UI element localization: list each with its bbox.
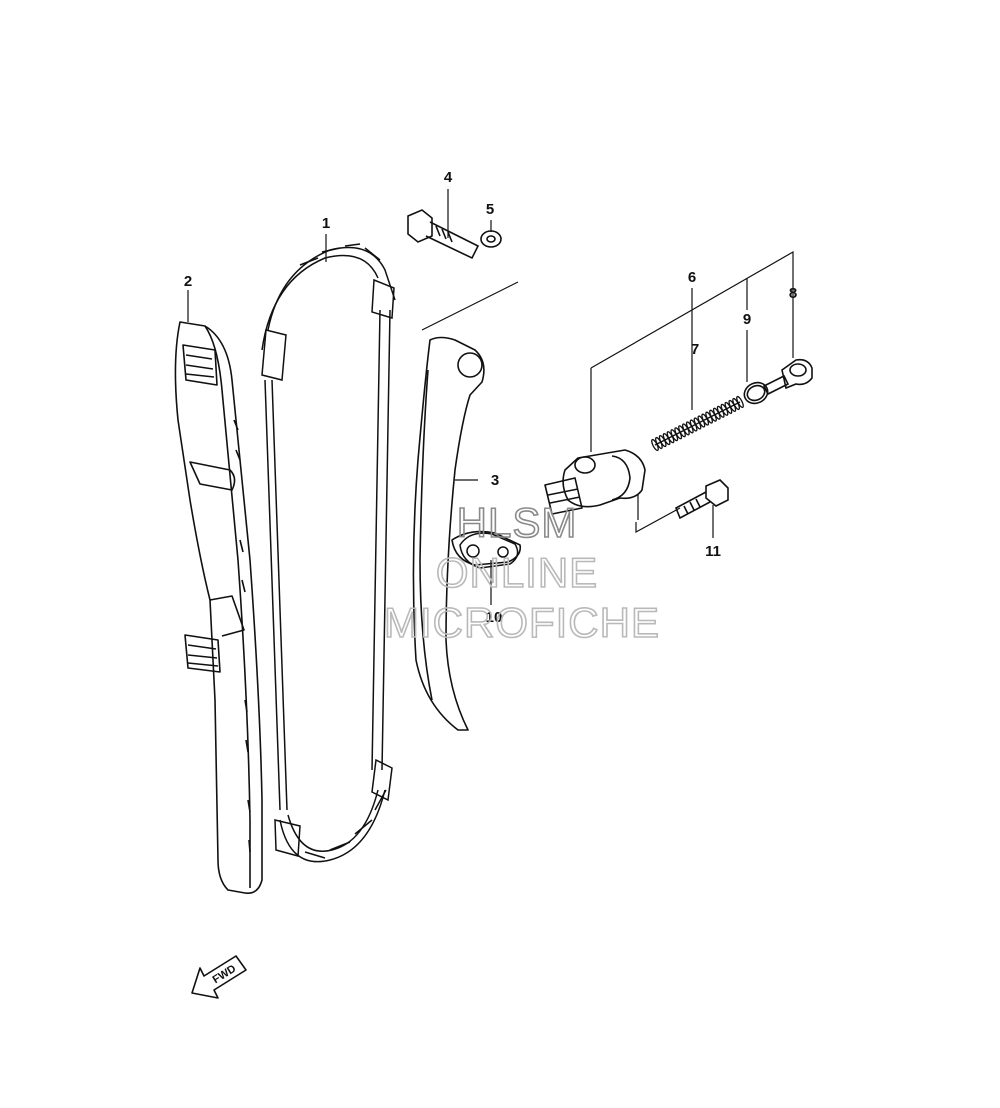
chain-guide-part	[174, 321, 263, 895]
bolt-11-part	[674, 479, 729, 520]
callout-7: 7	[691, 341, 699, 358]
callout-8: 8	[789, 285, 797, 302]
callout-9: 9	[743, 311, 751, 328]
callout-2: 2	[184, 273, 192, 290]
callout-5: 5	[486, 201, 494, 218]
spring-part	[651, 395, 744, 452]
callout-11: 11	[705, 543, 721, 560]
leader-lines	[187, 189, 794, 605]
spring-coil	[736, 395, 744, 409]
watermark-line-1: HLSM	[457, 499, 578, 546]
callout-3: 3	[491, 472, 499, 489]
callout-4: 4	[444, 169, 453, 186]
tensioner-body-part	[544, 449, 646, 515]
watermark: HLSM ONLINE MICROFICHE	[383, 498, 660, 647]
washer-part	[480, 230, 502, 248]
watermark-line-3: MICROFICHE	[384, 599, 660, 646]
timing-chain-part	[261, 243, 396, 863]
fwd-arrow: FWD	[191, 955, 247, 999]
fwd-arrow-icon	[191, 955, 247, 999]
gasket-part	[459, 532, 519, 569]
plug-bolt-part	[762, 358, 813, 396]
o-ring-part	[743, 381, 769, 405]
watermark-line-2: ONLINE	[436, 549, 598, 596]
callout-6: 6	[688, 269, 696, 286]
bolt-part	[407, 209, 480, 260]
callout-1: 1	[322, 215, 330, 232]
callout-10: 10	[486, 609, 503, 626]
